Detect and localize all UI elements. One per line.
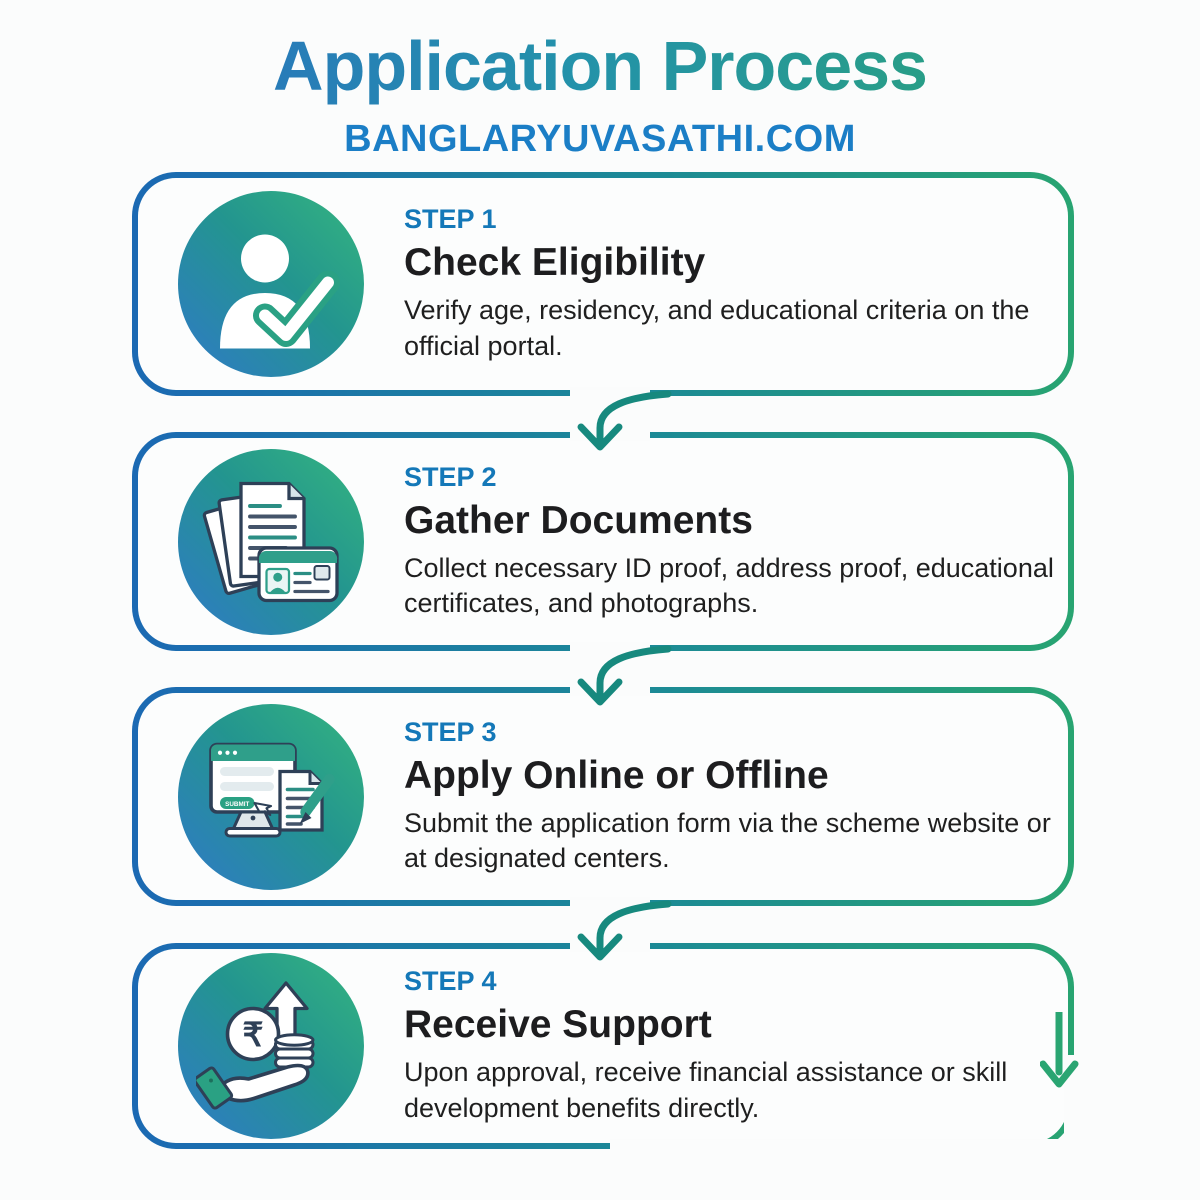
border-gap (570, 387, 650, 396)
border-gap (570, 642, 650, 651)
step-description: Upon approval, receive financial assista… (404, 1057, 1008, 1123)
step-description: Collect necessary ID proof, address proo… (404, 552, 1054, 618)
page-title: Application Process (0, 26, 1200, 106)
step-card-2: STEP 2 Gather Documents Collect necessar… (132, 432, 1074, 651)
online-form-submit-icon: SUBMIT (178, 703, 364, 890)
step-card-3: SUBMIT STEP 3 Apply Online (132, 687, 1074, 906)
step-label: STEP 1 (404, 204, 497, 235)
arrow-down-icon (577, 900, 672, 961)
step-description: Submit the application form via the sche… (404, 807, 1051, 873)
site-name: BANGLARYUVASATHI.COM (344, 118, 856, 160)
final-arrow-down-icon (1040, 1012, 1079, 1088)
step-label: STEP 2 (404, 461, 497, 492)
arrow-down-icon (577, 645, 672, 706)
submit-button-label: SUBMIT (225, 801, 249, 808)
step-label: STEP 4 (404, 966, 497, 997)
step-description: Verify age, residency, and educational c… (404, 295, 1030, 361)
person-check-icon (178, 191, 364, 377)
step-title: Receive Support (404, 1003, 712, 1047)
border-gap (570, 897, 650, 906)
hand-rupee-growth-icon: ₹ (178, 953, 364, 1139)
step-card-1: STEP 1 Check Eligibility Verify age, res… (132, 172, 1074, 396)
arrow-down-icon (577, 390, 672, 451)
border-gap (1064, 1055, 1074, 1149)
documents-id-card-icon (178, 448, 364, 635)
step-title: Gather Documents (404, 498, 753, 542)
step-title: Check Eligibility (404, 241, 706, 285)
step-title: Apply Online or Offline (404, 753, 829, 797)
step-card-4: ₹ STEP 4 Receive Support Upon approval, … (132, 943, 1074, 1149)
step-label: STEP 3 (404, 716, 497, 747)
border-gap (610, 1139, 1074, 1149)
rupee-symbol: ₹ (243, 1016, 264, 1053)
